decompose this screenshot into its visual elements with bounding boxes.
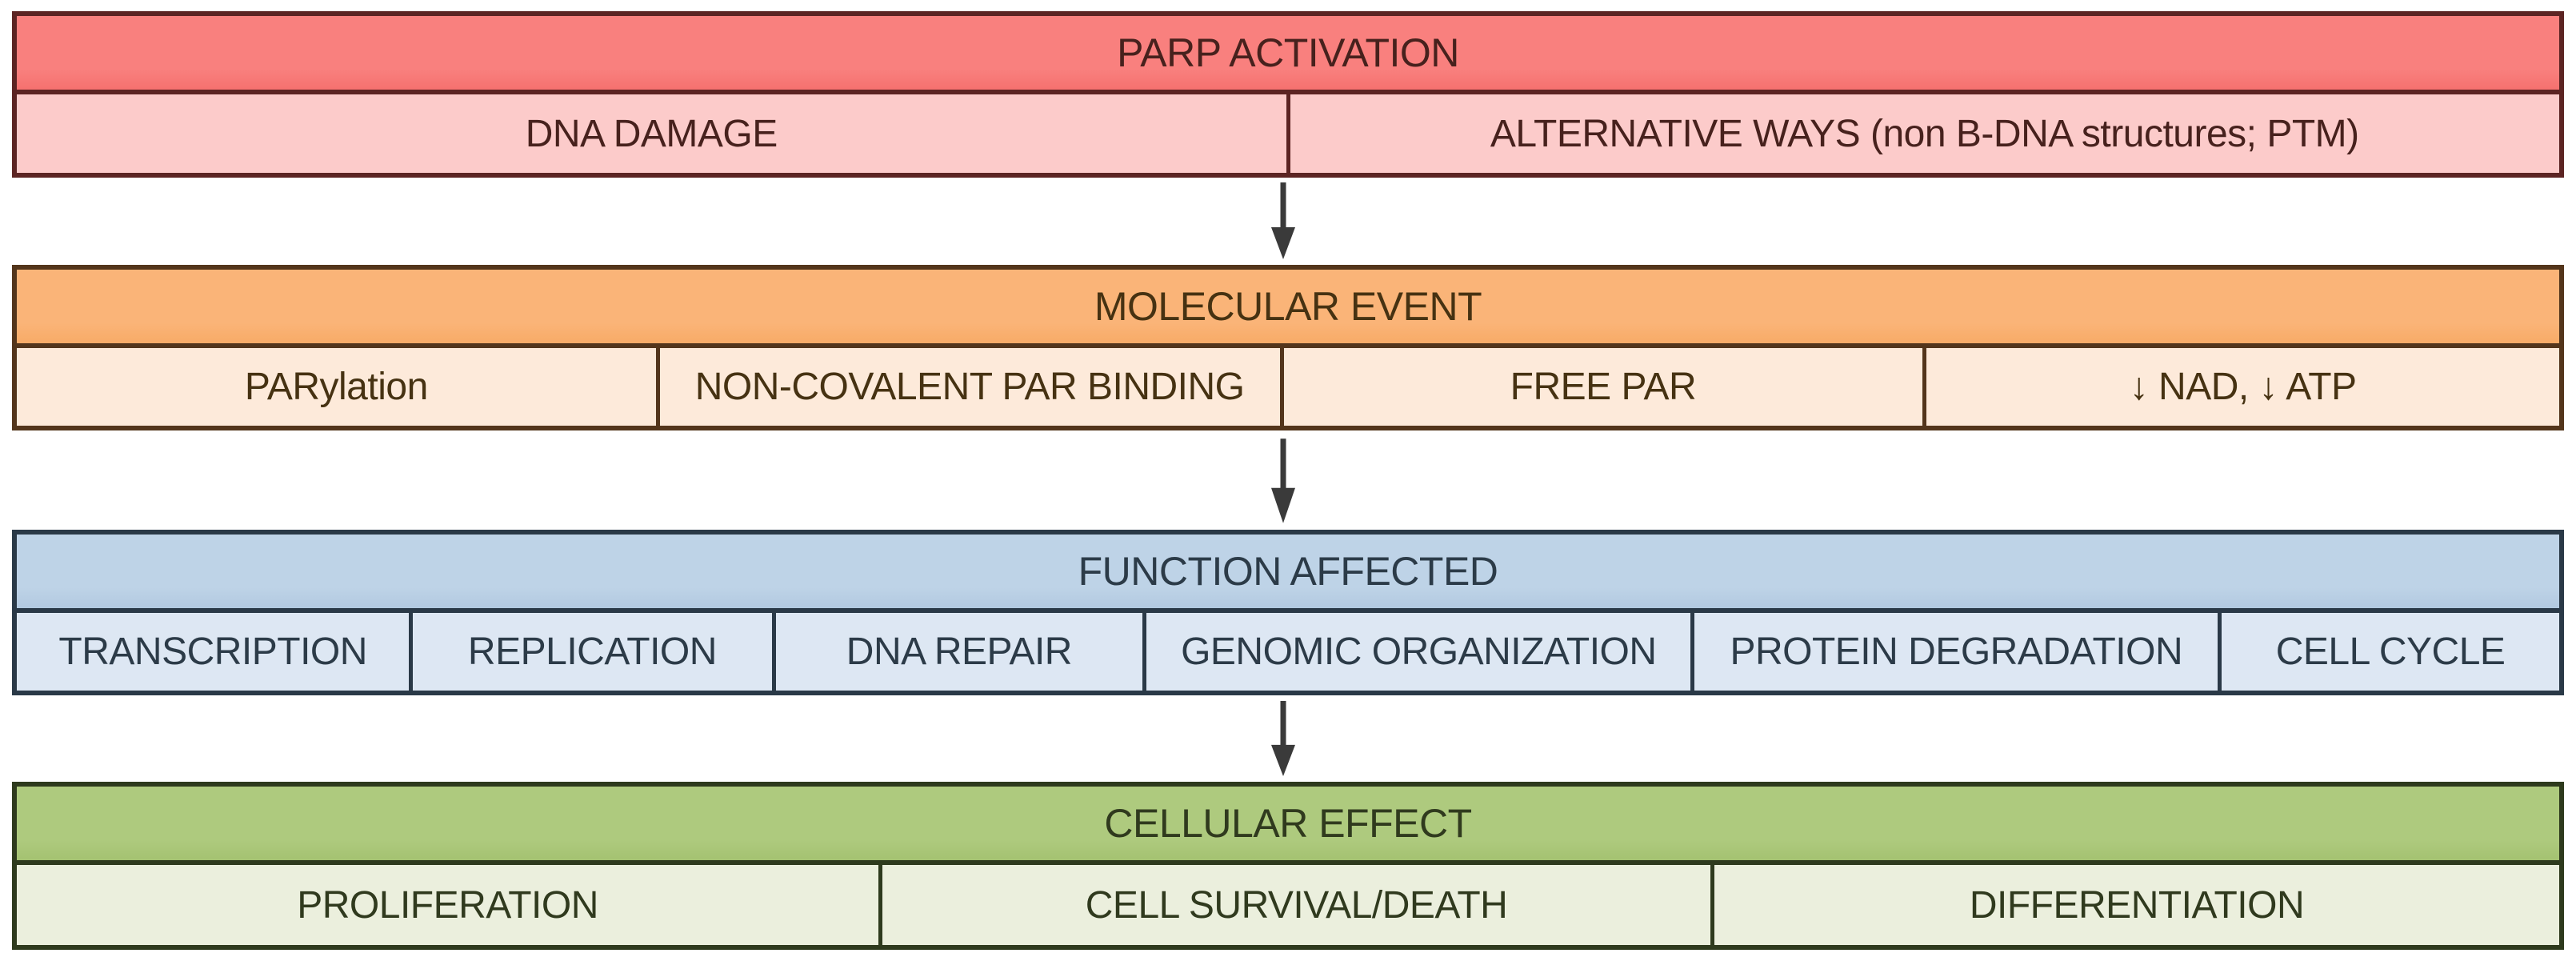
band-cell: PROLIFERATION	[17, 865, 883, 945]
down-arrow-icon	[1266, 437, 1301, 525]
band-cell: DIFFERENTIATION	[1714, 865, 2559, 945]
band-header-function-affected: FUNCTION AFFECTED	[17, 535, 2559, 613]
band-cell: FREE PAR	[1283, 348, 1927, 426]
band-cell: GENOMIC ORGANIZATION	[1146, 613, 1695, 691]
band-cell: TRANSCRIPTION	[17, 613, 414, 691]
band-cell: PROTEIN DEGRADATION	[1694, 613, 2222, 691]
band-header-cellular-effect: CELLULAR EFFECT	[17, 787, 2559, 865]
band-cell: REPLICATION	[413, 613, 776, 691]
band-cell: DNA REPAIR	[775, 613, 1147, 691]
band-cell: CELL SURVIVAL/DEATH	[882, 865, 1714, 945]
band-cell: ↓ NAD, ↓ ATP	[1926, 348, 2559, 426]
band-cell: PARylation	[17, 348, 660, 426]
band-cell: ALTERNATIVE WAYS (non B-DNA structures; …	[1290, 94, 2559, 173]
down-arrow-icon	[1266, 181, 1301, 261]
band-header-molecular-event: MOLECULAR EVENT	[17, 270, 2559, 348]
band-header-parp-activation: PARP ACTIVATION	[17, 16, 2559, 94]
down-arrow-icon	[1266, 699, 1301, 778]
band-cell: DNA DAMAGE	[17, 94, 1290, 173]
band-cell: CELL CYCLE	[2222, 613, 2559, 691]
band-cell: NON-COVALENT PAR BINDING	[659, 348, 1284, 426]
